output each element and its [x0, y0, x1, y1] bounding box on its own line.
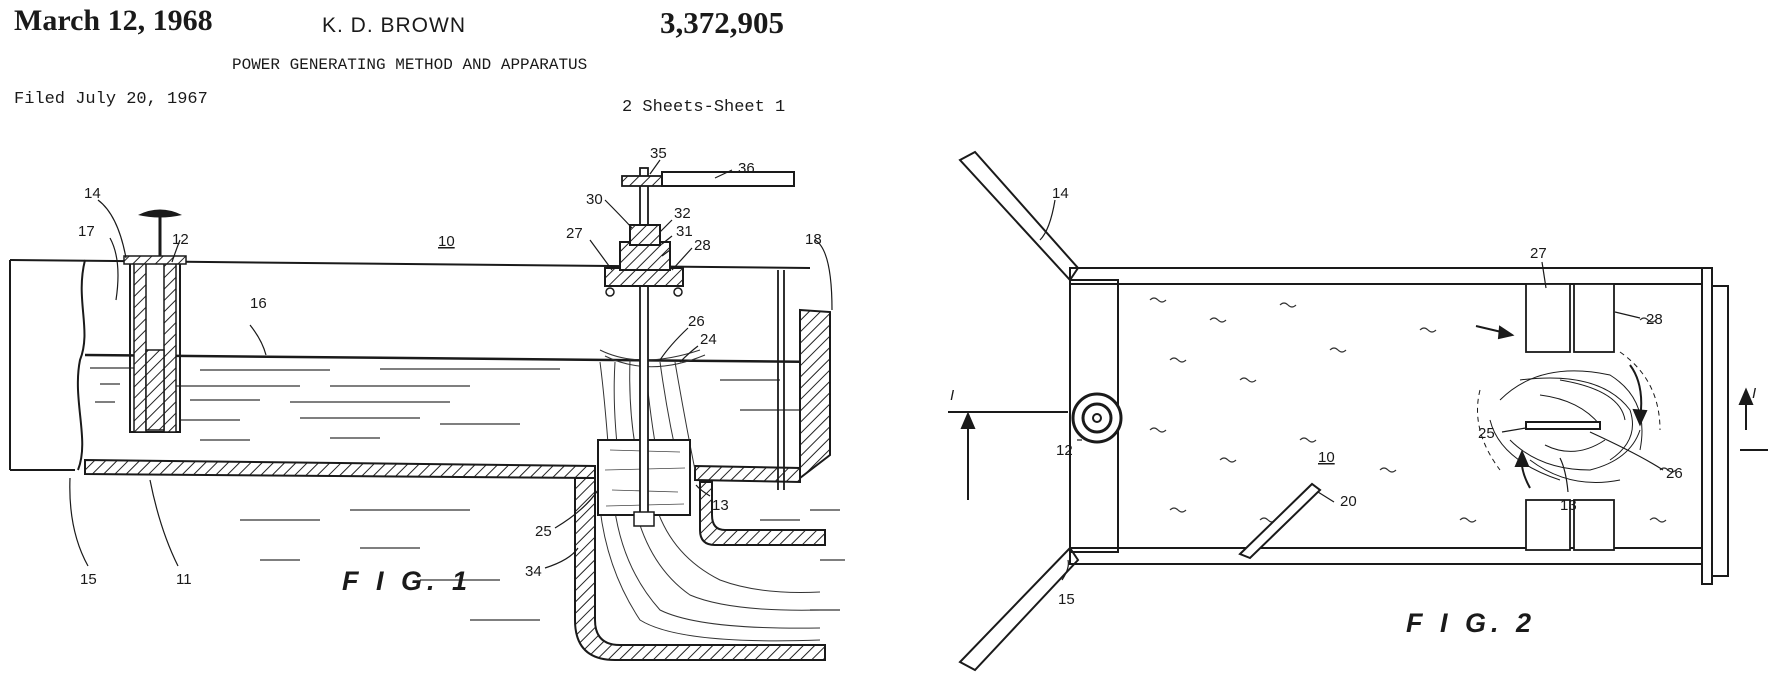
reference-numerals: 14 17 12 16 10 18 35 36 30 32 31 27 28 2… [78, 145, 822, 588]
section-mark-right: I [1752, 385, 1756, 402]
ref-27: 27 [566, 225, 583, 242]
ref2-15: 15 [1058, 591, 1075, 608]
ref-10: 10 [438, 233, 455, 250]
ref-13: 13 [712, 497, 729, 514]
bearing-and-pulley [604, 171, 795, 297]
reference-numerals-fig2: 14 15 12 10 20 27 28 25 26 13 [1052, 185, 1683, 608]
gate-valve [123, 209, 187, 433]
patent-title: POWER GENERATING METHOD AND APPARATUS [232, 56, 588, 74]
discharge-conduit [574, 477, 826, 661]
turbine-assembly [597, 167, 691, 527]
filing-date: Filed July 20, 1967 [14, 90, 208, 109]
ref2-13: 13 [1560, 497, 1577, 514]
ref-25: 25 [535, 523, 552, 540]
ref-14: 14 [84, 185, 101, 202]
weir-post [777, 270, 785, 490]
ref2-10: 10 [1318, 449, 1335, 466]
ref2-14: 14 [1052, 185, 1069, 202]
figure-1-section-view: 14 17 12 16 10 18 35 36 30 32 31 27 28 2… [9, 145, 845, 661]
flow-arrows [1475, 325, 1648, 489]
ref2-12: 12 [1056, 442, 1073, 459]
ref2-27: 27 [1530, 245, 1547, 262]
inlet-walls [958, 150, 1080, 672]
ref-17: 17 [78, 223, 95, 240]
patent-date: March 12, 1968 [14, 4, 213, 37]
ref2-20: 20 [1340, 493, 1357, 510]
ref-16: 16 [250, 295, 267, 312]
ref-24: 24 [700, 331, 717, 348]
ref-35: 35 [650, 145, 667, 162]
ref-12: 12 [172, 231, 189, 248]
leader-lines [69, 159, 833, 569]
section-mark-left: I [950, 387, 954, 404]
ref-32: 32 [674, 205, 691, 222]
bearing-pillars [1525, 283, 1615, 551]
ref-31: 31 [676, 223, 693, 240]
figure-2-label: F I G. 2 [1406, 608, 1536, 638]
sheet-count: 2 Sheets-Sheet 1 [622, 98, 786, 117]
ref-36: 36 [738, 160, 755, 177]
channel-outline [1069, 267, 1729, 585]
vortex-swirl [1477, 351, 1661, 483]
gate-valve-plan [1071, 392, 1123, 444]
ref-30: 30 [586, 191, 603, 208]
water-fill [85, 355, 825, 462]
ref-34: 34 [525, 563, 542, 580]
ref-11: 11 [176, 571, 192, 588]
ref2-28: 28 [1646, 311, 1663, 328]
leader-lines-fig2 [1039, 199, 1664, 581]
inventor-name: K. D. BROWN [322, 14, 467, 37]
ref-18: 18 [805, 231, 822, 248]
ref2-26: 26 [1666, 465, 1683, 482]
ref-26: 26 [688, 313, 705, 330]
ref2-25: 25 [1478, 425, 1495, 442]
figure-1-label: F I G. 1 [342, 566, 472, 596]
section-markers [948, 387, 1768, 500]
turbine-blade-plan [1525, 421, 1601, 430]
patent-number: 3,372,905 [660, 5, 784, 40]
ref-28: 28 [694, 237, 711, 254]
water-ripples [1149, 297, 1677, 523]
ref-15: 15 [80, 571, 97, 588]
deflector-plate [1238, 482, 1322, 560]
